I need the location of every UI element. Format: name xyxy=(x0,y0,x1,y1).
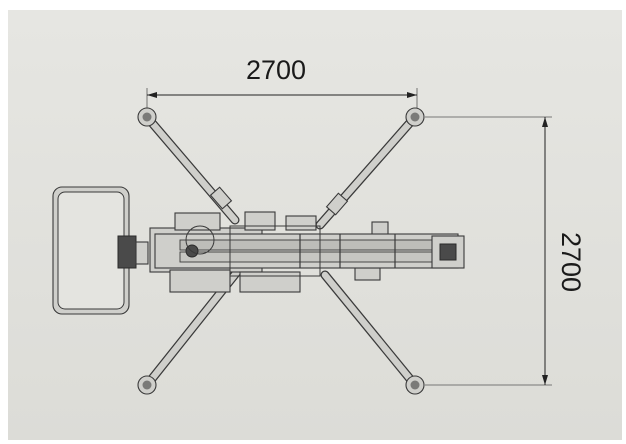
horizontal-dimension: 2700 xyxy=(146,55,418,115)
basket-mount xyxy=(117,235,137,269)
vertical-dimension: 2700 xyxy=(425,116,586,386)
turret xyxy=(185,225,321,277)
horizontal-dimension-label: 2700 xyxy=(246,55,306,85)
vertical-dimension-label: 2700 xyxy=(556,232,586,292)
boom xyxy=(154,233,465,269)
basket-platform xyxy=(52,186,149,315)
outrigger-feet xyxy=(137,107,425,395)
